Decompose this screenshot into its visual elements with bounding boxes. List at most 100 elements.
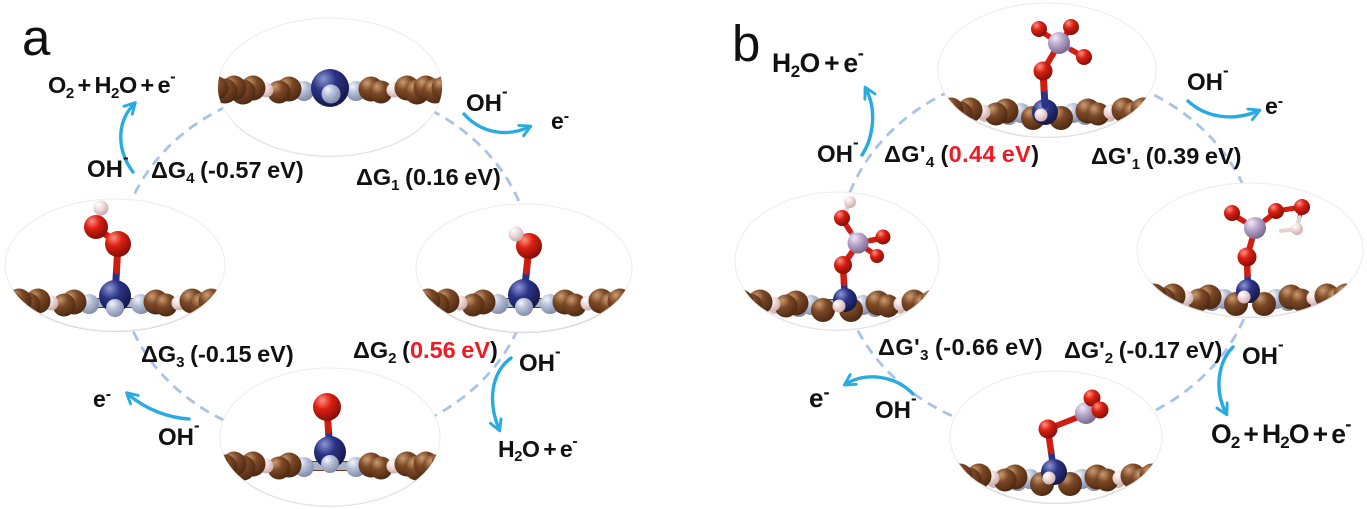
oxygen-atom: [1063, 19, 1079, 35]
panel-b-arrow-electron-top-right: [1186, 99, 1262, 122]
panel-b-dg1-label: ΔG'1 (0.39 eV): [1091, 143, 1242, 173]
carbon-atom: [563, 293, 587, 317]
panel-b-letter: b: [732, 14, 761, 72]
carbon-atom: [938, 100, 955, 126]
carbon-atom: [267, 456, 291, 480]
carbon-atom: [1289, 288, 1313, 312]
hydrogen-atom: [844, 196, 856, 208]
oxygen-atom: [1031, 21, 1047, 37]
panel-a-arrow-release-top-left: [119, 101, 137, 174]
carbon-atom: [735, 289, 754, 315]
oxygen-atom: [84, 215, 108, 239]
panel-b-arrow-electron-bottom-left: [842, 373, 915, 396]
carbon-atom: [938, 98, 946, 122]
panel-b-electron-bottom-left: e-: [809, 381, 830, 413]
panel-b-oh-bottom-right: OH-: [1242, 334, 1284, 370]
oxide-metal-atom: [1075, 402, 1097, 424]
nitrogen-atom: [321, 84, 341, 104]
hydrogen-atom: [1291, 223, 1303, 235]
panel-a-arrow-electron-top-right: [462, 112, 533, 138]
panel-a-h2o-e-bottom-right: H2O + e-: [498, 432, 578, 466]
carbon-atom: [735, 292, 745, 318]
carbon-atom: [431, 452, 440, 476]
carbon-atom: [216, 289, 225, 313]
panel-b-arrow-release-top-left: [860, 85, 877, 157]
oxygen-atom: [313, 393, 341, 421]
panel-b-h2o-e-top-left: H2O + e-: [772, 42, 864, 82]
panel-b-oh-bottom-left: OH-: [875, 388, 917, 424]
carbon-atom: [735, 290, 736, 314]
carbon-atom: [920, 289, 939, 315]
hydrogen-atom: [508, 226, 524, 242]
panel-a-oh-top-right: OH-: [466, 81, 508, 117]
carbon-atom: [929, 292, 939, 318]
carbon-atom: [416, 288, 441, 314]
hydrogen-atom: [832, 299, 846, 313]
panel-a-dg2-label: ΔG2 (0.56 eV): [353, 337, 498, 367]
panel-b-oh-top-right: OH-: [1187, 60, 1229, 96]
panel-a-dg4-label: ΔG4 (-0.57 eV): [151, 157, 304, 187]
panel-b-oh-top-left: OH-: [817, 132, 859, 168]
carbon-atom: [461, 293, 485, 317]
oxygen-atom: [1224, 205, 1240, 221]
panel-a-letter: a: [22, 9, 51, 66]
panel-a-electron-bottom-left: e-: [93, 384, 112, 412]
carbon-atom: [1139, 100, 1156, 126]
oxygen-atom: [834, 210, 850, 226]
carbon-atom: [1148, 98, 1156, 122]
carbon-atom: [1139, 463, 1162, 489]
panel-a-dg1-label: ΔG1 (0.16 eV): [356, 164, 501, 194]
panel-b-dg4-label: ΔG'4 (0.44 eV): [884, 141, 1040, 171]
oxygen-atom: [1294, 199, 1310, 215]
nitrogen-atom: [321, 455, 339, 473]
carbon-atom: [198, 288, 224, 314]
oxygen-atom: [875, 229, 891, 245]
panel-a-arrow-release-bottom-right: [489, 356, 513, 433]
carbon-atom: [1137, 284, 1149, 308]
carbon-atom: [1252, 292, 1276, 316]
carbon-atom: [938, 97, 964, 123]
carbon-atom: [416, 289, 423, 313]
oxide-metal-atom: [1048, 32, 1070, 54]
carbon-atom: [1148, 466, 1162, 492]
carbon-atom: [369, 80, 393, 104]
panel-b-arrow-release-bottom-right: [1215, 345, 1235, 417]
carbon-atom: [267, 80, 291, 104]
carbon-atom: [1130, 97, 1156, 123]
oxide-metal-atom: [1244, 217, 1266, 239]
carbon-atom: [218, 76, 229, 100]
carbon-atom: [1095, 468, 1119, 492]
carbon-atom: [207, 291, 225, 317]
carbon-atom: [1333, 283, 1359, 309]
carbon-atom: [1141, 283, 1167, 309]
carbon-atom: [774, 294, 798, 318]
carbon-atom: [369, 456, 393, 480]
carbon-atom: [950, 464, 955, 488]
carbon-atom: [5, 289, 14, 313]
carbon-atom: [1187, 288, 1211, 312]
carbon-atom: [607, 288, 632, 314]
oxygen-atom: [1268, 203, 1284, 219]
carbon-atom: [984, 102, 1008, 126]
oxygen-atom: [1038, 419, 1058, 439]
oxygen-atom: [105, 231, 131, 257]
oxygen-atom: [1033, 61, 1053, 81]
carbon-atom: [52, 293, 76, 317]
oxygen-atom: [870, 249, 884, 263]
nitrogen-atom: [515, 298, 533, 316]
carbon-atom: [1137, 286, 1158, 312]
carbon-atom: [1351, 284, 1363, 308]
panel-a-electron-top-right: e-: [551, 106, 570, 134]
oxygen-atom: [516, 233, 542, 259]
carbon-atom: [876, 294, 900, 318]
carbon-atom: [1342, 286, 1363, 312]
carbon-atom: [154, 293, 178, 317]
panel-a-oh-bottom-right: OH-: [519, 341, 561, 377]
panel-b-product-o2-h2o-e: O2 + H2O + e-: [1211, 413, 1351, 453]
panel-a-product-o2-h2o-e: O2 + H2O + e-: [48, 67, 176, 102]
carbon-atom: [6, 288, 32, 314]
carbon-atom: [625, 289, 632, 313]
carbon-atom: [993, 468, 1017, 492]
panel-a-dg3-label: ΔG3 (-0.15 eV): [141, 341, 294, 371]
